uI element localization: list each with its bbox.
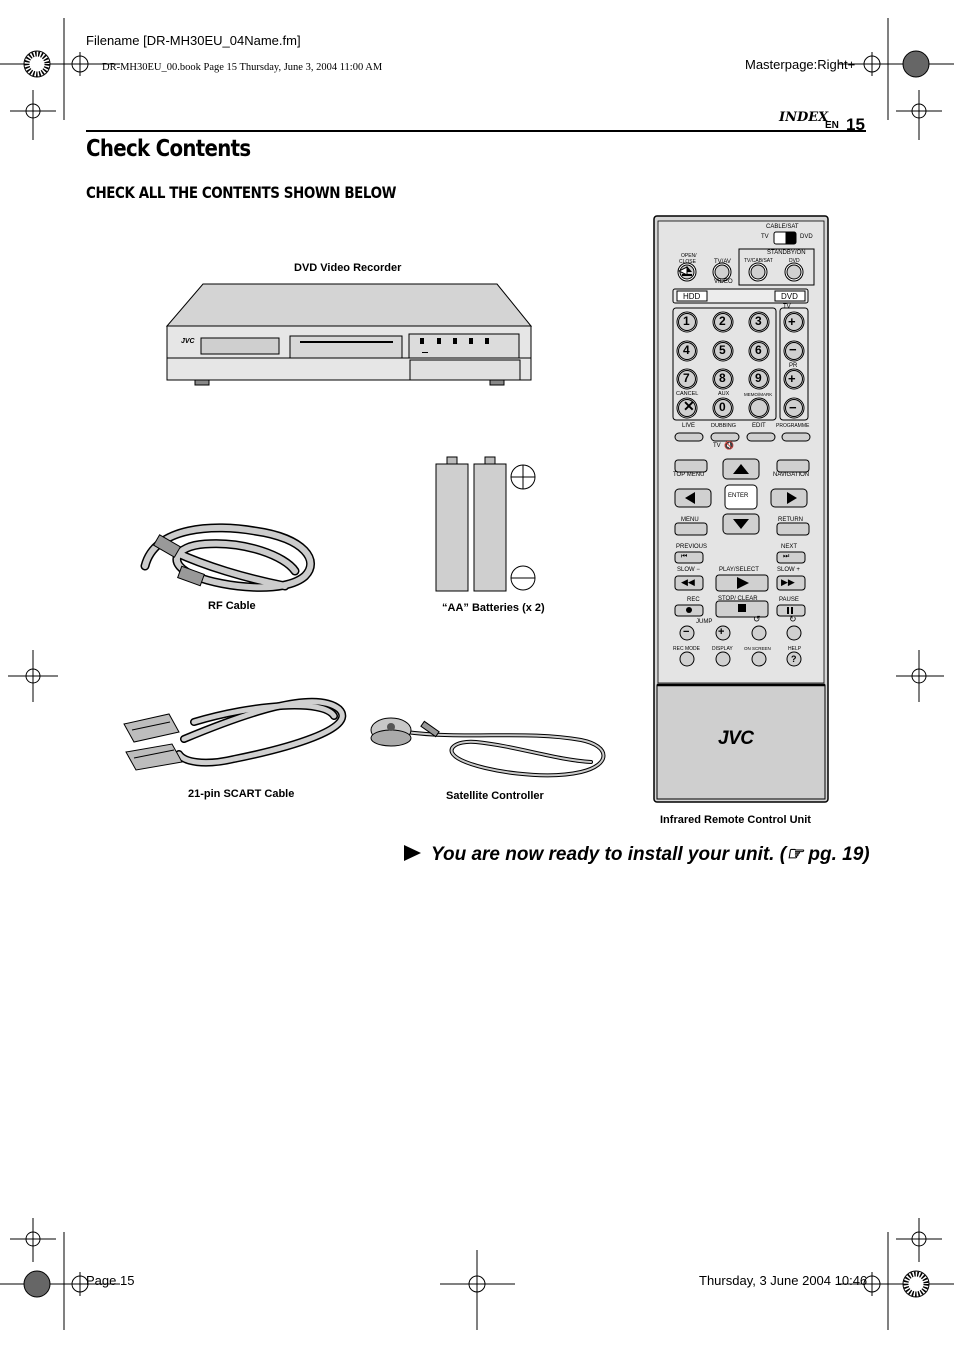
print-footer-date: Thursday, 3 June 2004 10:46 [699, 1273, 868, 1288]
remote-label-dubbing: DUBBING [711, 423, 737, 429]
remote-label-help: HELP [788, 646, 802, 652]
ready-text: You are now ready to install your unit. … [431, 844, 870, 865]
remote-label-standby: STANDBY/ON [767, 250, 806, 256]
caption-recorder: DVD Video Recorder [294, 262, 402, 274]
scart-cable-illustration [123, 697, 346, 771]
remote-digit-7[interactable]: 7 [683, 371, 690, 385]
remote-label-display: DISPLAY [712, 646, 733, 652]
remote-label-menu: MENU [681, 517, 699, 523]
remote-help-icon[interactable]: ? [791, 654, 797, 664]
remote-jump-back-icon[interactable]: − [683, 626, 690, 638]
remote-channel-down-icon[interactable]: − [789, 400, 797, 415]
remote-digit-0[interactable]: 0 [719, 400, 726, 414]
dvd-recorder-illustration [165, 283, 533, 386]
remote-label-programme: PROGRAMME [776, 423, 810, 429]
remote-label-tv-mute: TV [713, 443, 721, 449]
remote-fast-forward-icon[interactable]: ▶▶ [781, 577, 795, 587]
remote-label-top-menu: TOP MENU [673, 472, 705, 478]
remote-label-tv-volume: TV [783, 304, 791, 310]
recorder-brand-logo: JVC [181, 338, 195, 345]
remote-label-close: CLOSE [679, 259, 696, 265]
remote-label-dvd-power: DVD [789, 258, 800, 264]
remote-previous-icon[interactable]: ⏮ [681, 553, 688, 560]
remote-skip-icon[interactable]: ↻ [789, 614, 797, 624]
arrow-right-icon [404, 845, 421, 861]
remote-label-pause: PAUSE [779, 597, 799, 603]
remote-digit-1[interactable]: 1 [683, 314, 690, 328]
remote-rewind-icon[interactable]: ◀◀ [681, 577, 695, 587]
remote-brand-logo: JVC [718, 728, 754, 749]
remote-hdd-button[interactable]: HDD [683, 292, 701, 301]
remote-next-icon[interactable]: ⏭ [783, 553, 790, 560]
remote-label-live: LIVE [682, 423, 696, 429]
remote-label-edit: EDIT [752, 423, 766, 429]
remote-digit-8[interactable]: 8 [719, 371, 726, 385]
page-number: 15 [846, 115, 865, 134]
print-filename: Filename [DR-MH30EU_04Name.fm] [86, 33, 301, 48]
remote-label-jump: JUMP [696, 619, 713, 625]
header-rule [86, 130, 866, 132]
remote-label-previous: PREVIOUS [676, 544, 708, 550]
remote-volume-down-icon[interactable]: − [789, 342, 797, 357]
caption-satellite: Satellite Controller [446, 790, 544, 802]
language-label: EN [825, 120, 839, 131]
remote-label-on-screen: ON SCREEN [744, 646, 771, 651]
remote-label-aux: AUX [718, 391, 730, 397]
remote-label-video: VIDEO [714, 279, 733, 285]
remote-volume-up-icon[interactable]: + [788, 314, 796, 329]
caption-batteries: “AA” Batteries (x 2) [442, 602, 545, 614]
remote-label-tvcabsat: TV/CAB/SAT [744, 258, 773, 264]
remote-cancel-icon[interactable]: ✕ [683, 398, 695, 414]
remote-digit-3[interactable]: 3 [755, 314, 762, 328]
print-footer-page: Page 15 [86, 1273, 135, 1288]
remote-digit-6[interactable]: 6 [755, 343, 762, 357]
remote-label-rec: REC [687, 597, 700, 603]
remote-digit-5[interactable]: 5 [719, 343, 726, 357]
page-title: Check Contents [86, 136, 251, 162]
caption-remote: Infrared Remote Control Unit [660, 814, 811, 826]
remote-label-stop-clear: STOP/ CLEAR [718, 596, 758, 602]
remote-label-cable-sat: CABLE/SAT [766, 224, 799, 230]
remote-label-tvav: TV/AV [714, 259, 731, 265]
remote-label-play-select: PLAY/SELECT [719, 567, 759, 573]
caption-rf-cable: RF Cable [208, 600, 256, 612]
remote-digit-2[interactable]: 2 [719, 314, 726, 328]
remote-label-return: RETURN [778, 517, 803, 523]
remote-label-next: NEXT [781, 544, 798, 550]
remote-channel-up-icon[interactable]: + [788, 371, 796, 386]
section-title: CHECK ALL THE CONTENTS SHOWN BELOW [86, 183, 396, 202]
remote-dvd-button[interactable]: DVD [781, 292, 798, 301]
caption-scart: 21-pin SCART Cable [188, 788, 295, 800]
remote-label-tv-switch: TV [761, 234, 769, 240]
remote-replay-icon[interactable]: ↺ [753, 614, 761, 624]
print-book-line: DR-MH30EU_00.book Page 15 Thursday, June… [102, 62, 383, 73]
remote-label-memomark: MEMO/MARK [744, 392, 773, 397]
print-masterpage: Masterpage:Right+ [745, 57, 856, 72]
remote-label-slow-minus: SLOW − [677, 567, 700, 573]
remote-jump-forward-icon[interactable]: + [718, 626, 725, 638]
batteries-illustration [435, 456, 536, 592]
rf-cable-illustration [140, 523, 315, 592]
remote-label-cancel: CANCEL [676, 391, 699, 397]
remote-label-dvd-switch: DVD [800, 234, 813, 240]
remote-label-navigation: NAVIGATION [773, 472, 810, 478]
remote-label-rec-mode: REC MODE [673, 646, 700, 652]
remote-label-open: OPEN/ [681, 253, 697, 259]
remote-control-illustration [653, 215, 829, 803]
remote-enter-button[interactable]: ENTER [728, 493, 749, 499]
remote-label-slow-plus: SLOW + [777, 567, 800, 573]
remote-label-pr: PR [789, 363, 798, 369]
satellite-controller-illustration [370, 717, 606, 778]
remote-digit-4[interactable]: 4 [683, 343, 690, 357]
remote-mute-icon: 🔇 [724, 441, 734, 450]
index-link[interactable]: INDEX [779, 110, 829, 125]
ready-statement: You are now ready to install your unit. … [404, 843, 870, 866]
remote-digit-9[interactable]: 9 [755, 371, 762, 385]
